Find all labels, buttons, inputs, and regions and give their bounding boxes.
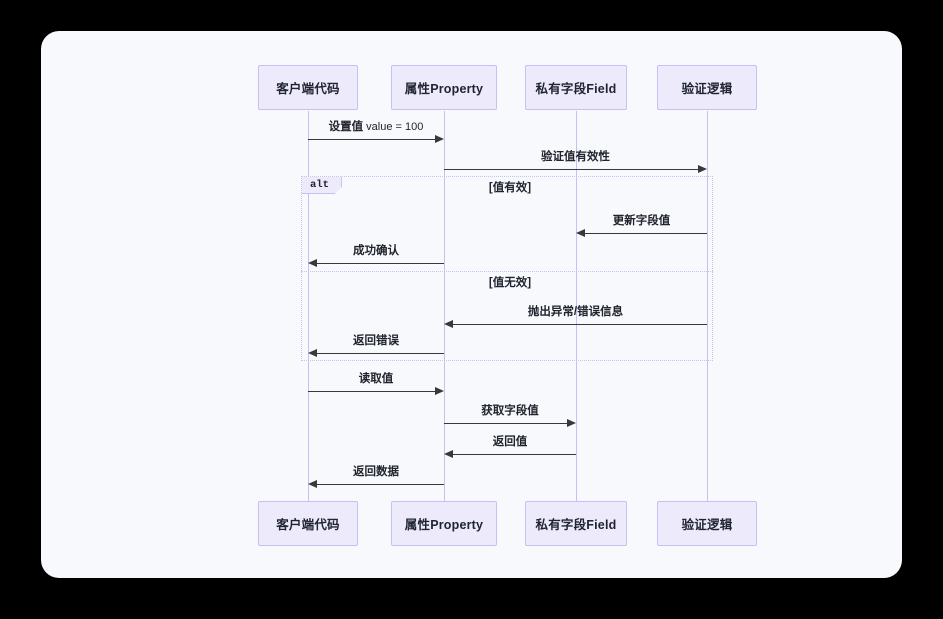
message-line-throw-exception bbox=[453, 324, 707, 325]
message-arrowhead-get-field-value bbox=[567, 419, 576, 427]
message-arrowhead-return-error bbox=[308, 349, 317, 357]
participant-box-client-bottom[interactable]: 客户端代码 bbox=[258, 501, 358, 546]
message-line-return-error bbox=[317, 353, 444, 354]
participant-box-validation-top[interactable]: 验证逻辑 bbox=[657, 65, 757, 110]
participant-label: 验证逻辑 bbox=[681, 82, 733, 96]
message-label-bold: 返回值 bbox=[492, 436, 528, 448]
participant-box-client-top[interactable]: 客户端代码 bbox=[258, 65, 358, 110]
message-label-bold: 成功确认 bbox=[353, 245, 399, 257]
message-label-bold: 抛出异常/错误信息 bbox=[527, 306, 624, 318]
participant-label: 属性Property bbox=[404, 518, 484, 532]
message-label-return-value: 返回值 bbox=[444, 433, 576, 449]
message-label-validate-value: 验证值有效性 bbox=[444, 148, 707, 164]
message-label-bold: 返回错误 bbox=[353, 335, 399, 347]
alt-condition-invalid: [值无效] bbox=[488, 277, 532, 289]
alt-fragment bbox=[301, 176, 713, 361]
message-label-bold: 返回数据 bbox=[353, 466, 399, 478]
message-arrowhead-validate-value bbox=[698, 165, 707, 173]
message-arrowhead-read-value bbox=[435, 387, 444, 395]
sequence-diagram: 客户端代码 属性Property 私有字段Field 验证逻辑 客户端代码 属性… bbox=[41, 31, 902, 578]
lifeline-client bbox=[308, 111, 309, 522]
message-label-bold: 读取值 bbox=[358, 373, 394, 385]
message-label-bold: 获取字段值 bbox=[481, 405, 539, 417]
participant-label: 验证逻辑 bbox=[681, 518, 733, 532]
message-line-update-field bbox=[585, 233, 707, 234]
message-arrowhead-set-value bbox=[435, 135, 444, 143]
diagram-card: 客户端代码 属性Property 私有字段Field 验证逻辑 客户端代码 属性… bbox=[41, 31, 902, 578]
message-label-success-ack: 成功确认 bbox=[308, 242, 444, 258]
lifeline-validation bbox=[707, 111, 708, 522]
message-arrowhead-update-field bbox=[576, 229, 585, 237]
message-line-validate-value bbox=[444, 169, 698, 170]
alt-condition-valid: [值有效] bbox=[488, 182, 532, 194]
message-label-return-data: 返回数据 bbox=[308, 463, 444, 479]
message-label-set-value: 设置值 value = 100 bbox=[308, 118, 444, 134]
message-line-success-ack bbox=[317, 263, 444, 264]
message-label-bold: 更新字段值 bbox=[612, 215, 671, 227]
message-line-return-value bbox=[453, 454, 576, 455]
participant-label: 私有字段Field bbox=[535, 82, 617, 96]
lifeline-property bbox=[444, 111, 445, 522]
message-arrowhead-return-value bbox=[444, 450, 453, 458]
message-arrowhead-throw-exception bbox=[444, 320, 453, 328]
participant-label: 客户端代码 bbox=[276, 82, 340, 96]
message-label-bold: 验证值有效性 bbox=[541, 151, 610, 163]
message-line-read-value bbox=[308, 391, 435, 392]
message-label-throw-exception: 抛出异常/错误信息 bbox=[444, 303, 707, 319]
message-arrowhead-success-ack bbox=[308, 259, 317, 267]
message-arrowhead-return-data bbox=[308, 480, 317, 488]
message-label-update-field: 更新字段值 bbox=[576, 212, 707, 228]
participant-label: 属性Property bbox=[404, 82, 484, 96]
message-label-get-field-value: 获取字段值 bbox=[444, 402, 576, 418]
message-label-plain: value = 100 bbox=[363, 121, 424, 133]
participant-box-field-bottom[interactable]: 私有字段Field bbox=[525, 501, 627, 546]
message-line-get-field-value bbox=[444, 423, 567, 424]
message-label-read-value: 读取值 bbox=[308, 370, 444, 386]
message-line-return-data bbox=[317, 484, 444, 485]
message-line-set-value bbox=[308, 139, 435, 140]
participant-label: 客户端代码 bbox=[276, 518, 340, 532]
message-label-bold: 设置值 bbox=[328, 121, 364, 133]
participant-box-validation-bottom[interactable]: 验证逻辑 bbox=[657, 501, 757, 546]
participant-label: 私有字段Field bbox=[535, 518, 617, 532]
participant-box-property-top[interactable]: 属性Property bbox=[391, 65, 497, 110]
lifeline-field bbox=[576, 111, 577, 522]
alt-fragment-separator bbox=[301, 271, 713, 272]
participant-box-property-bottom[interactable]: 属性Property bbox=[391, 501, 497, 546]
participant-box-field-top[interactable]: 私有字段Field bbox=[525, 65, 627, 110]
alt-fragment-label: alt bbox=[302, 177, 342, 194]
message-label-return-error: 返回错误 bbox=[308, 332, 444, 348]
